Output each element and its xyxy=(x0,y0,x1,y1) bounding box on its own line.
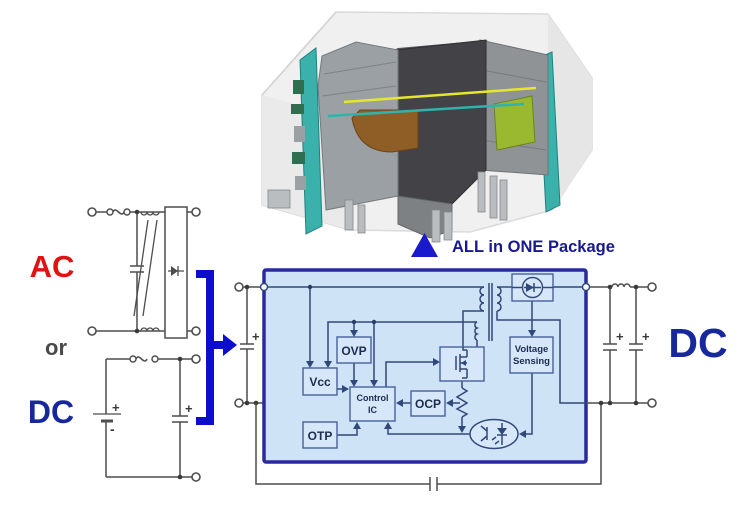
pcb-component xyxy=(292,152,305,164)
dc-input-circuit: + - + xyxy=(93,354,201,482)
input-terminal xyxy=(234,398,244,408)
input-bracket-arrow xyxy=(196,270,237,425)
control-ic-label-1: Control xyxy=(357,393,389,403)
pcb-component xyxy=(294,126,305,142)
heatsink-ridge xyxy=(481,69,547,83)
fuse-symbol xyxy=(135,356,148,362)
package-callout: ALL in ONE Package xyxy=(411,233,615,257)
pcb-component xyxy=(291,104,304,114)
voltage-sensing-label-1: Voltage xyxy=(515,344,549,355)
secondary-winding xyxy=(496,286,502,312)
module-pin xyxy=(499,179,508,221)
choke-winding xyxy=(140,327,160,332)
module-outline xyxy=(262,268,588,464)
teal-wire xyxy=(327,102,525,118)
dc-output-circuit: + + xyxy=(586,282,657,408)
fuse-end xyxy=(151,355,159,363)
ac-input-circuit xyxy=(87,206,201,339)
output-terminal xyxy=(647,398,657,408)
transformer-core-lines xyxy=(488,283,493,341)
phototransistor-symbol xyxy=(480,425,488,442)
voltage-sensing-label-2: Sensing xyxy=(513,356,550,367)
ac-terminal xyxy=(191,326,201,336)
plus-sign: + xyxy=(185,401,193,416)
plus-sign: + xyxy=(642,329,650,344)
fuse-end xyxy=(106,208,114,216)
case-right-face xyxy=(548,14,592,200)
clamp-ridge xyxy=(321,85,397,97)
case-edge xyxy=(261,11,337,96)
or-label: or xyxy=(45,335,67,360)
output-capacitor xyxy=(603,287,617,403)
choke-winding xyxy=(140,211,160,216)
ac-terminal xyxy=(87,207,97,217)
optocoupler xyxy=(469,418,519,450)
clamp-ridge xyxy=(323,61,397,75)
dc-terminal xyxy=(191,472,201,482)
pcb-component xyxy=(293,80,304,94)
module-pin xyxy=(344,199,354,231)
fuse-end xyxy=(123,208,131,216)
mosfet-block xyxy=(439,346,485,382)
dc-capacitor xyxy=(172,359,188,477)
input-terminal xyxy=(234,282,244,292)
control-ic-block xyxy=(349,386,396,422)
primary-winding xyxy=(479,286,485,312)
voltage-sensing-block xyxy=(509,336,554,374)
ocp-label: OCP xyxy=(415,397,441,411)
otp-block xyxy=(302,421,338,449)
fuse-symbol xyxy=(112,209,125,215)
plus-sign: + xyxy=(616,329,624,344)
input-capacitor xyxy=(240,287,254,403)
module-mount-tab xyxy=(267,189,291,209)
bridge-rectifier xyxy=(164,206,188,339)
ovp-block xyxy=(336,336,372,364)
module-input-node: + xyxy=(234,282,602,491)
module-pin xyxy=(443,211,453,241)
plus-sign: + xyxy=(112,400,120,415)
module-pin-node xyxy=(259,282,269,292)
control-ic-label-2: IC xyxy=(368,405,378,415)
output-inductor xyxy=(611,283,631,288)
dc-input-label: DC xyxy=(28,394,74,430)
module-pin-node xyxy=(581,282,591,292)
copper-winding xyxy=(351,109,419,153)
x-capacitor xyxy=(130,212,144,331)
ac-terminal xyxy=(87,326,97,336)
yellow-wire xyxy=(343,86,537,104)
otp-label: OTP xyxy=(308,429,333,443)
y-capacitor-path xyxy=(255,403,602,491)
output-rectifier-block xyxy=(511,273,554,302)
diode-symbol xyxy=(171,266,178,276)
diode-symbol xyxy=(526,283,534,292)
output-capacitor xyxy=(629,287,643,403)
aux-winding xyxy=(474,321,480,347)
package-note-label: ALL in ONE Package xyxy=(452,238,615,256)
vcc-label: Vcc xyxy=(309,375,331,389)
green-component xyxy=(493,95,536,151)
dc-terminal xyxy=(191,354,201,364)
output-terminal xyxy=(647,282,657,292)
ac-label: AC xyxy=(30,249,75,284)
module-block-diagram: OVP Vcc Control IC OCP OTP Voltage Sensi… xyxy=(259,268,591,464)
module-pin xyxy=(489,175,498,219)
minus-sign: - xyxy=(110,421,115,437)
ovp-label: OVP xyxy=(341,344,366,358)
led-symbol xyxy=(497,428,507,435)
dc-output-label: DC xyxy=(668,320,727,366)
fuse-end xyxy=(129,355,137,363)
sense-resistor xyxy=(455,387,469,426)
vcc-block xyxy=(302,367,338,396)
arrow-right-icon xyxy=(223,334,237,356)
module-pin xyxy=(357,204,366,234)
plus-sign: + xyxy=(252,329,260,344)
up-triangle-icon xyxy=(411,233,438,257)
ac-terminal xyxy=(191,207,201,217)
module-pin xyxy=(431,209,441,243)
ocp-block xyxy=(410,390,446,417)
module-3d-render xyxy=(261,11,593,243)
module-pin xyxy=(477,171,486,213)
pcb-component xyxy=(295,176,306,190)
